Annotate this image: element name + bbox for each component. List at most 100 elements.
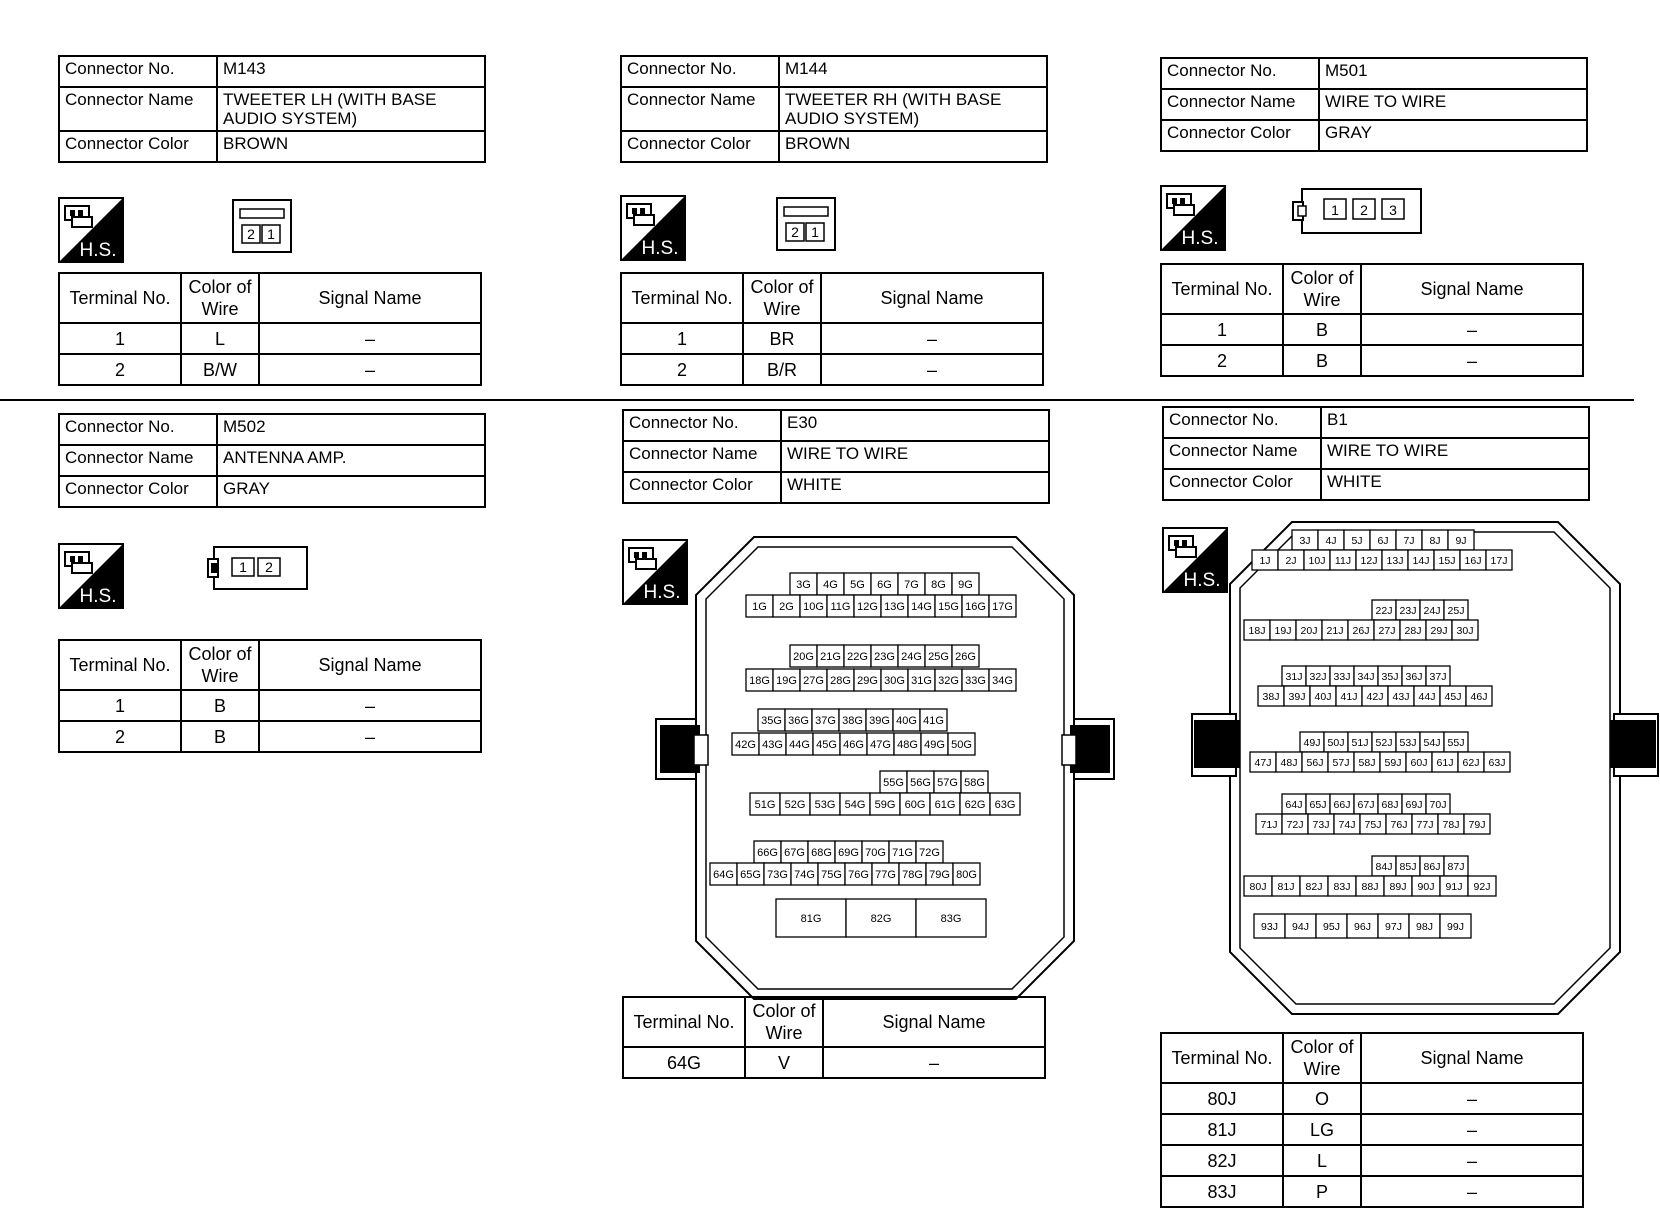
connector-name-label: Connector Name — [58, 86, 218, 132]
face-terminal-label: 30J — [1457, 625, 1474, 637]
header-color-of-wire: Color of Wire — [180, 272, 260, 324]
face-terminal-label: 54J — [1424, 737, 1441, 749]
header-terminal-no: Terminal No. — [1160, 1032, 1284, 1084]
connector-name-value: WIRE TO WIRE — [1320, 437, 1590, 470]
face-terminal-label: 17G — [992, 601, 1013, 613]
terminal-no-cell: 83J — [1160, 1175, 1284, 1208]
face-terminal-label: 48J — [1281, 757, 1298, 769]
face-terminal-label: 81J — [1278, 881, 1295, 893]
header-signal-name: Signal Name — [258, 639, 482, 691]
face-terminal-label: 16J — [1465, 555, 1482, 567]
signal-name-cell: – — [1360, 1144, 1584, 1177]
face-terminal-label: 77J — [1417, 819, 1434, 831]
face-terminal-label: 46G — [843, 739, 864, 751]
face-terminal-label: 9G — [958, 579, 973, 591]
face-terminal-label: 33J — [1334, 671, 1351, 683]
face-terminal-label: 75J — [1365, 819, 1382, 831]
hs-label: H.S. — [1184, 570, 1221, 591]
face-terminal-label: 50J — [1328, 737, 1345, 749]
header-terminal-no: Terminal No. — [1160, 263, 1284, 315]
header-color-of-wire: Color of Wire — [1282, 1032, 1362, 1084]
face-terminal-label: 47J — [1255, 757, 1272, 769]
face-terminal-label: 47G — [870, 739, 891, 751]
face-terminal-label: 88J — [1362, 881, 1379, 893]
face-terminal-label: 54G — [845, 799, 866, 811]
signal-name-cell: – — [258, 720, 482, 753]
face-terminal-label: 67G — [784, 847, 805, 859]
face-terminal-label: 34J — [1358, 671, 1375, 683]
face-terminal-label: 97J — [1385, 921, 1402, 933]
face-terminal-label: 1J — [1259, 555, 1270, 567]
face-terminal-label: 68J — [1382, 799, 1399, 811]
face-terminal-label: 76G — [848, 869, 869, 881]
connector-name-label: Connector Name — [1160, 88, 1320, 121]
connector-color-value: BROWN — [778, 130, 1048, 163]
face-terminal-label: 86J — [1424, 861, 1441, 873]
connector-no-label: Connector No. — [1160, 57, 1320, 90]
face-terminal-label: 2 — [265, 559, 273, 575]
face-terminal-label: 40G — [896, 715, 917, 727]
connector-name-value: ANTENNA AMP. — [216, 444, 486, 477]
signal-name-cell: – — [258, 689, 482, 722]
signal-name-cell: – — [1360, 1113, 1584, 1146]
face-terminal-label: 29J — [1431, 625, 1448, 637]
face-terminal-label: 64J — [1286, 799, 1303, 811]
wire-color-cell: O — [1282, 1082, 1362, 1115]
face-terminal-label: 53G — [815, 799, 836, 811]
face-terminal-label: 6J — [1377, 535, 1388, 547]
connector-color-value: GRAY — [1318, 119, 1588, 152]
face-terminal-label: 58G — [964, 777, 985, 789]
signal-name-cell: – — [1360, 344, 1584, 377]
face-terminal-label: 20J — [1301, 625, 1318, 637]
face-terminal-label: 10G — [803, 601, 824, 613]
header-terminal-no: Terminal No. — [620, 272, 744, 324]
face-terminal-label: 11G — [831, 601, 851, 613]
face-terminal-label: 59G — [875, 799, 896, 811]
face-terminal-label: 1 — [811, 224, 819, 240]
face-terminal-label: 77G — [875, 869, 896, 881]
face-terminal-label: 41G — [923, 715, 944, 727]
face-terminal-label: 3 — [1389, 202, 1397, 218]
face-terminal-label: 79J — [1469, 819, 1486, 831]
section-divider — [0, 399, 1634, 401]
face-terminal-label: 80J — [1250, 881, 1267, 893]
face-terminal-label: 49G — [924, 739, 945, 751]
face-terminal-label: 53J — [1400, 737, 1417, 749]
signal-name-cell: – — [1360, 313, 1584, 346]
wire-color-cell: BR — [742, 322, 822, 355]
face-terminal-label: 5J — [1351, 535, 1362, 547]
connector-color-value: WHITE — [780, 471, 1050, 504]
face-terminal-label: 61G — [935, 799, 956, 811]
face-terminal-label: 27J — [1379, 625, 1396, 637]
header-terminal-no: Terminal No. — [622, 996, 746, 1048]
face-terminal-label: 93J — [1261, 921, 1278, 933]
face-terminal-label: 98J — [1416, 921, 1433, 933]
face-terminal-label: 95J — [1323, 921, 1340, 933]
face-terminal-label: 44G — [789, 739, 810, 751]
face-terminal-label: 36G — [788, 715, 809, 727]
hs-harness-side-icon: H.S. — [620, 195, 686, 261]
face-terminal-label: 31G — [911, 675, 932, 687]
face-terminal-label: 6G — [877, 579, 892, 591]
wire-color-cell: L — [1282, 1144, 1362, 1177]
face-terminal-label: 30G — [884, 675, 905, 687]
header-signal-name: Signal Name — [1360, 263, 1584, 315]
face-terminal-label: 28J — [1405, 625, 1422, 637]
face-terminal-label: 1 — [239, 559, 247, 575]
face-terminal-label: 85J — [1400, 861, 1417, 873]
face-terminal-label: 22J — [1376, 605, 1393, 617]
face-terminal-label: 84J — [1376, 861, 1393, 873]
face-terminal-label: 2 — [791, 224, 799, 240]
face-terminal-label: 67J — [1358, 799, 1375, 811]
header-signal-name: Signal Name — [1360, 1032, 1584, 1084]
